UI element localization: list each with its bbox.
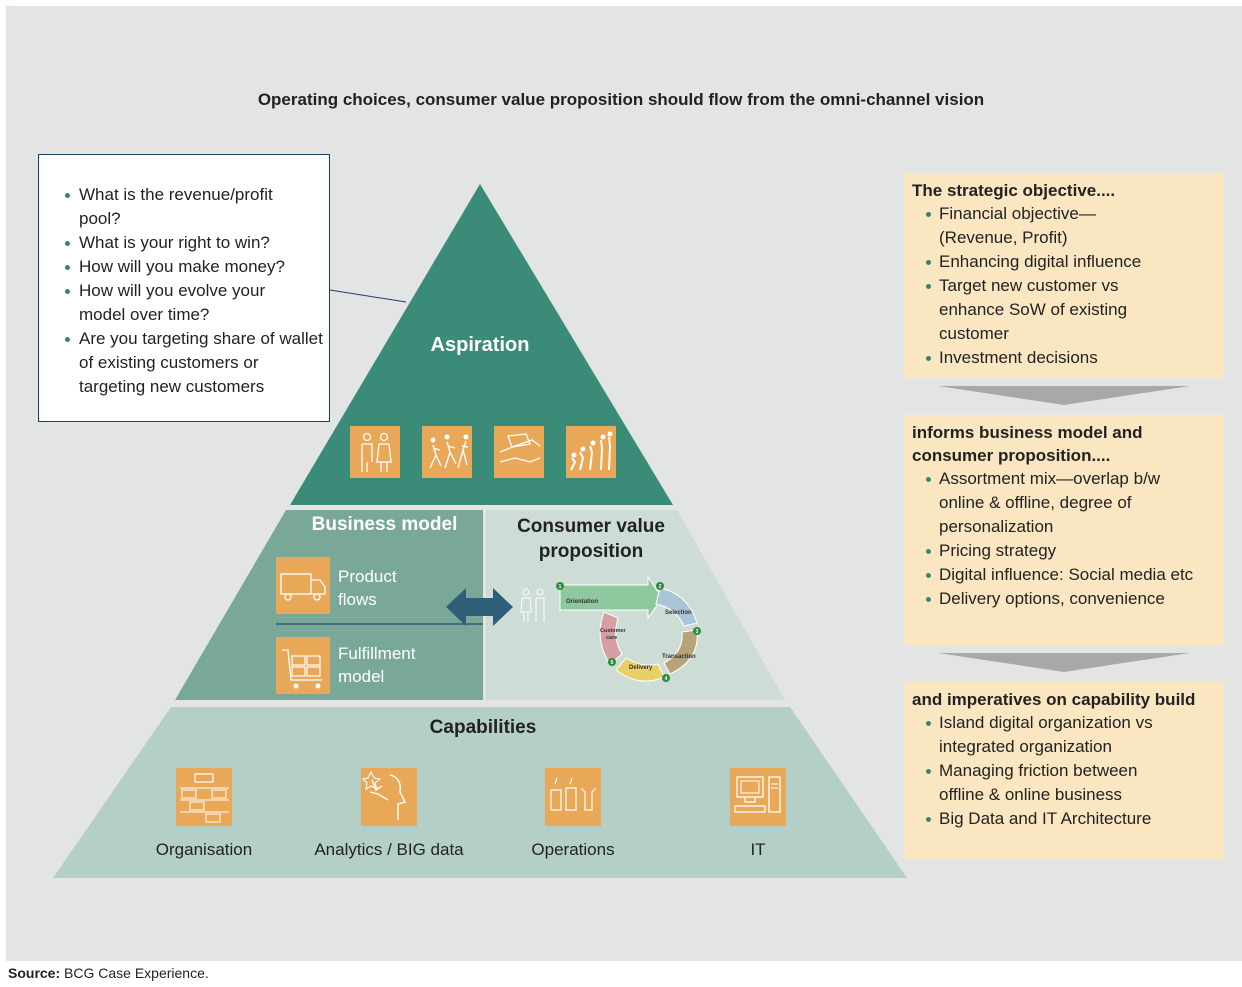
objective-heading: and imperatives on capability build (912, 690, 1196, 709)
capabilities-tier (53, 707, 907, 878)
orientation-step (559, 575, 663, 620)
strategic-objective-box: The strategic objective.... Financial ob… (904, 173, 1224, 378)
delivery-step (615, 657, 665, 682)
org-chart-icon (176, 768, 232, 826)
objective-item: Digital influence: Social media etc (912, 563, 1216, 587)
capability-it: IT (750, 840, 766, 859)
business-model-box: informs business model and consumer prop… (904, 415, 1224, 645)
objective-item: Assortment mix—overlap b/w online & offl… (912, 467, 1216, 539)
business-model-title: Business model (311, 514, 458, 535)
capability-analytics: Analytics / BIG data (314, 840, 464, 859)
running-people-icon (422, 426, 472, 478)
capability-build-box: and imperatives on capability build Isla… (904, 682, 1224, 860)
callout-item: What is your right to win? (39, 231, 329, 255)
cycle-step-3: 3 (696, 629, 699, 635)
customer-care-step (599, 611, 623, 665)
objective-item: Enhancing digital influence (912, 250, 1216, 274)
money-hands-icon (494, 426, 544, 478)
transaction-step (663, 629, 698, 675)
shoppers-icon (520, 588, 545, 622)
capabilities-title: Capabilities (429, 717, 537, 738)
source-note: Source: BCG Case Experience. (8, 965, 209, 981)
people-icon (350, 426, 400, 478)
figure-title: Operating choices, consumer value propos… (257, 90, 985, 109)
source-text: BCG Case Experience. (64, 965, 209, 981)
analyst-icon (361, 768, 417, 826)
capability-operations: Operations (531, 840, 615, 859)
cycle-label-delivery: Delivery (629, 665, 653, 671)
callout-item: Are you targeting share of wallet of exi… (39, 327, 329, 399)
computer-icon (730, 768, 786, 826)
svg-text:care: care (606, 635, 617, 641)
tools-icon (545, 768, 601, 826)
objective-item: Managing friction between offline & onli… (912, 759, 1216, 807)
callout-item: How will you make money? (39, 255, 329, 279)
shopping-cart-icon (276, 637, 330, 694)
objective-item: Island digital organization vs integrate… (912, 711, 1216, 759)
objective-item: Delivery options, convenience (912, 587, 1216, 611)
cycle-step-5: 5 (611, 660, 614, 666)
down-arrow-1 (938, 386, 1190, 405)
selection-step (655, 587, 698, 627)
objective-item: Investment decisions (912, 346, 1216, 370)
source-label: Source: (8, 965, 61, 981)
truck-icon (276, 557, 330, 614)
aspiration-label: Aspiration (430, 334, 530, 356)
down-arrow-2 (938, 653, 1190, 672)
cycle-label-customer-care: Customer (600, 628, 627, 634)
callout-connector (329, 289, 407, 303)
callout-item: How will you evolve your model over time… (39, 279, 329, 327)
objective-item: Financial objective—(Revenue, Profit) (912, 202, 1216, 250)
objective-item: Target new customer vs enhance SoW of ex… (912, 274, 1216, 346)
callout-item: What is the revenue/profit pool? (39, 183, 329, 231)
aspiration-tier (290, 184, 673, 505)
cycle-step-2: 2 (659, 584, 662, 590)
cycle-step-1: 1 (559, 584, 562, 590)
cycle-label-orientation: Orientation (566, 599, 598, 605)
cycle-label-selection: Selection (665, 610, 692, 616)
double-arrow-icon (446, 588, 513, 626)
objective-heading: informs business model and consumer prop… (912, 423, 1143, 465)
cycle-step-4: 4 (665, 676, 668, 682)
customer-journey-cycle: Orientation Selection Transaction Delive… (556, 575, 701, 682)
objective-item: Pricing strategy (912, 539, 1216, 563)
aspiration-questions-callout: What is the revenue/profit pool? What is… (38, 154, 330, 422)
objective-heading: The strategic objective.... (912, 181, 1116, 200)
capability-organisation: Organisation (155, 840, 253, 859)
cycle-label-transaction: Transaction (662, 654, 696, 660)
objective-item: Big Data and IT Architecture (912, 807, 1216, 831)
evolution-icon (566, 426, 616, 478)
